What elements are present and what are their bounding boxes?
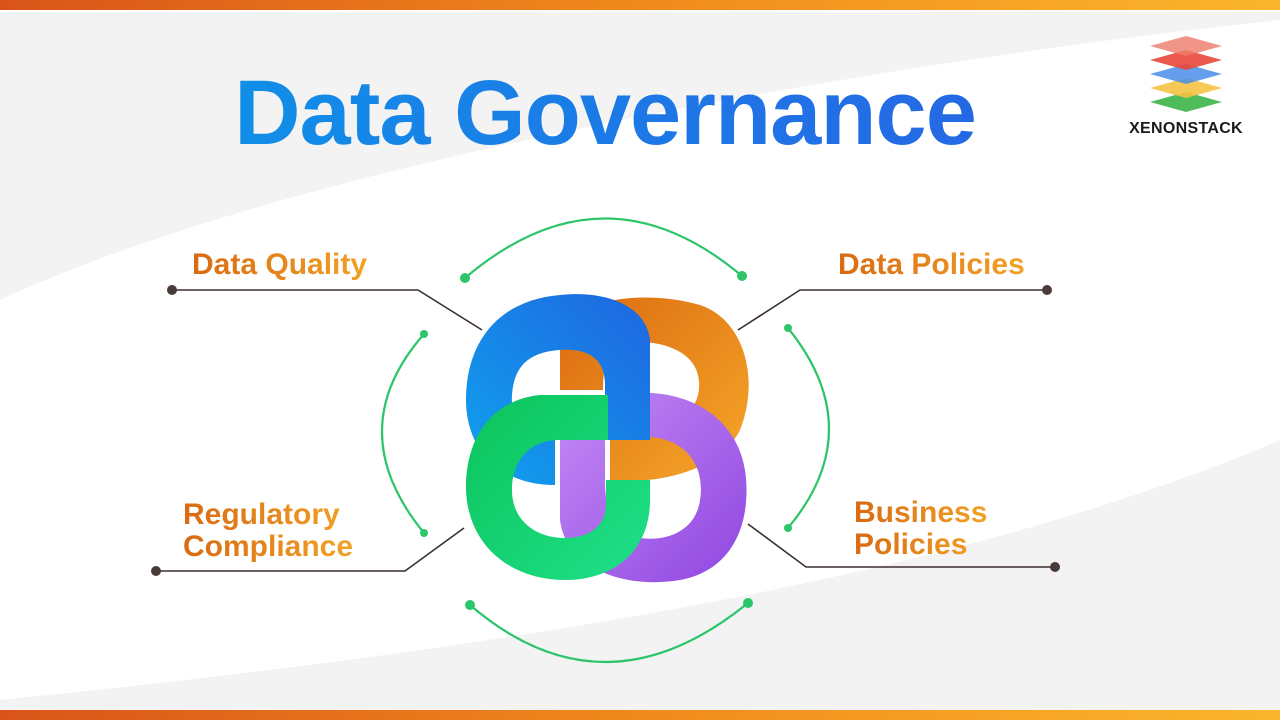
label-data-policies: Data Policies (838, 248, 1025, 281)
label-regulatory-compliance: Regulatory Compliance (183, 498, 354, 563)
leader-business (747, 523, 1055, 568)
brand-name: XENONSTACK (1129, 120, 1243, 137)
arc-left (380, 333, 425, 534)
leader-data-quality (172, 289, 483, 331)
top-accent-bar (0, 0, 1280, 10)
page-title: Data Governance (0, 58, 1210, 168)
bottom-accent-bar (0, 710, 1280, 720)
connector-arcs (380, 217, 831, 663)
leader-data-policies (737, 289, 1047, 331)
brand-logo: XENONSTACK (1118, 34, 1254, 137)
layered-stack-icon (1150, 36, 1222, 112)
leader-dots (151, 285, 1060, 576)
label-data-quality: Data Quality (192, 248, 368, 281)
arc-endpoints (420, 271, 792, 610)
arc-right (787, 327, 831, 529)
interlocking-rings (465, 294, 749, 583)
arc-top (464, 217, 743, 279)
arc-bottom (469, 602, 749, 663)
leader-regulatory (156, 527, 465, 572)
ring-green (465, 395, 650, 580)
label-business-policies: Business Policies (854, 496, 988, 561)
leader-lines (156, 289, 1055, 572)
